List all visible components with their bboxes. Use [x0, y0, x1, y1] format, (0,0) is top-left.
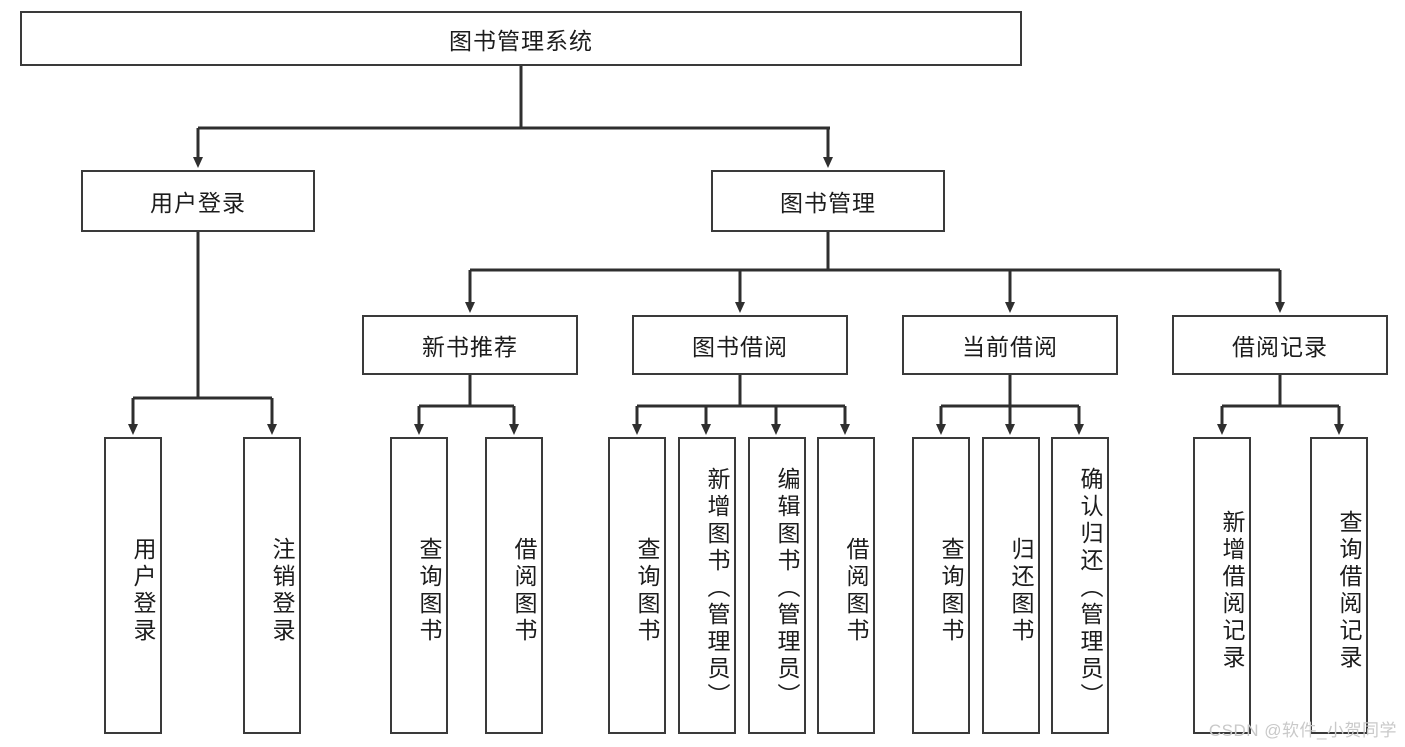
node-leaf-borrow-book-2-label: 借阅图书 — [843, 536, 869, 645]
node-new-book-recommend[interactable]: 新书推荐 — [362, 315, 578, 375]
node-book-manage[interactable]: 图书管理 — [711, 170, 945, 232]
node-leaf-user-login[interactable]: 用户登录 — [104, 437, 162, 734]
node-leaf-confirm-return-label: 确认归还（管理员） — [1077, 467, 1103, 710]
node-borrow-record[interactable]: 借阅记录 — [1172, 315, 1388, 375]
node-leaf-add-record[interactable]: 新增借阅记录 — [1193, 437, 1251, 734]
node-root-label: 图书管理系统 — [449, 27, 593, 54]
node-borrow-record-label: 借阅记录 — [1232, 334, 1328, 360]
node-user-login-label: 用户登录 — [150, 190, 246, 216]
node-leaf-confirm-return[interactable]: 确认归还（管理员） — [1051, 437, 1109, 734]
node-current-borrow[interactable]: 当前借阅 — [902, 315, 1118, 375]
node-leaf-add-record-label: 新增借阅记录 — [1219, 509, 1245, 672]
node-leaf-query-record[interactable]: 查询借阅记录 — [1310, 437, 1368, 734]
node-leaf-query-book-2-label: 查询图书 — [634, 536, 660, 645]
node-leaf-edit-book-label: 编辑图书（管理员） — [774, 467, 800, 710]
node-leaf-user-logout-label: 注销登录 — [269, 536, 295, 645]
node-leaf-return-book-label: 归还图书 — [1008, 536, 1034, 645]
node-leaf-query-book-1[interactable]: 查询图书 — [390, 437, 448, 734]
node-leaf-query-book-3-label: 查询图书 — [938, 536, 964, 645]
node-book-borrow-label: 图书借阅 — [692, 334, 788, 360]
node-leaf-query-book-1-label: 查询图书 — [416, 536, 442, 645]
node-leaf-add-book[interactable]: 新增图书（管理员） — [678, 437, 736, 734]
node-leaf-query-book-3[interactable]: 查询图书 — [912, 437, 970, 734]
node-new-book-recommend-label: 新书推荐 — [422, 334, 518, 360]
node-leaf-borrow-book-1-label: 借阅图书 — [511, 536, 537, 645]
node-book-borrow[interactable]: 图书借阅 — [632, 315, 848, 375]
node-leaf-user-logout[interactable]: 注销登录 — [243, 437, 301, 734]
node-leaf-user-login-label: 用户登录 — [130, 536, 156, 645]
node-leaf-borrow-book-2[interactable]: 借阅图书 — [817, 437, 875, 734]
node-leaf-borrow-book-1[interactable]: 借阅图书 — [485, 437, 543, 734]
node-leaf-edit-book[interactable]: 编辑图书（管理员） — [748, 437, 806, 734]
node-root[interactable]: 图书管理系统 — [20, 11, 1022, 66]
node-leaf-query-record-label: 查询借阅记录 — [1336, 509, 1362, 672]
node-leaf-return-book[interactable]: 归还图书 — [982, 437, 1040, 734]
node-current-borrow-label: 当前借阅 — [962, 334, 1058, 360]
node-book-manage-label: 图书管理 — [780, 190, 876, 216]
node-leaf-query-book-2[interactable]: 查询图书 — [608, 437, 666, 734]
node-user-login[interactable]: 用户登录 — [81, 170, 315, 232]
node-leaf-add-book-label: 新增图书（管理员） — [704, 467, 730, 710]
